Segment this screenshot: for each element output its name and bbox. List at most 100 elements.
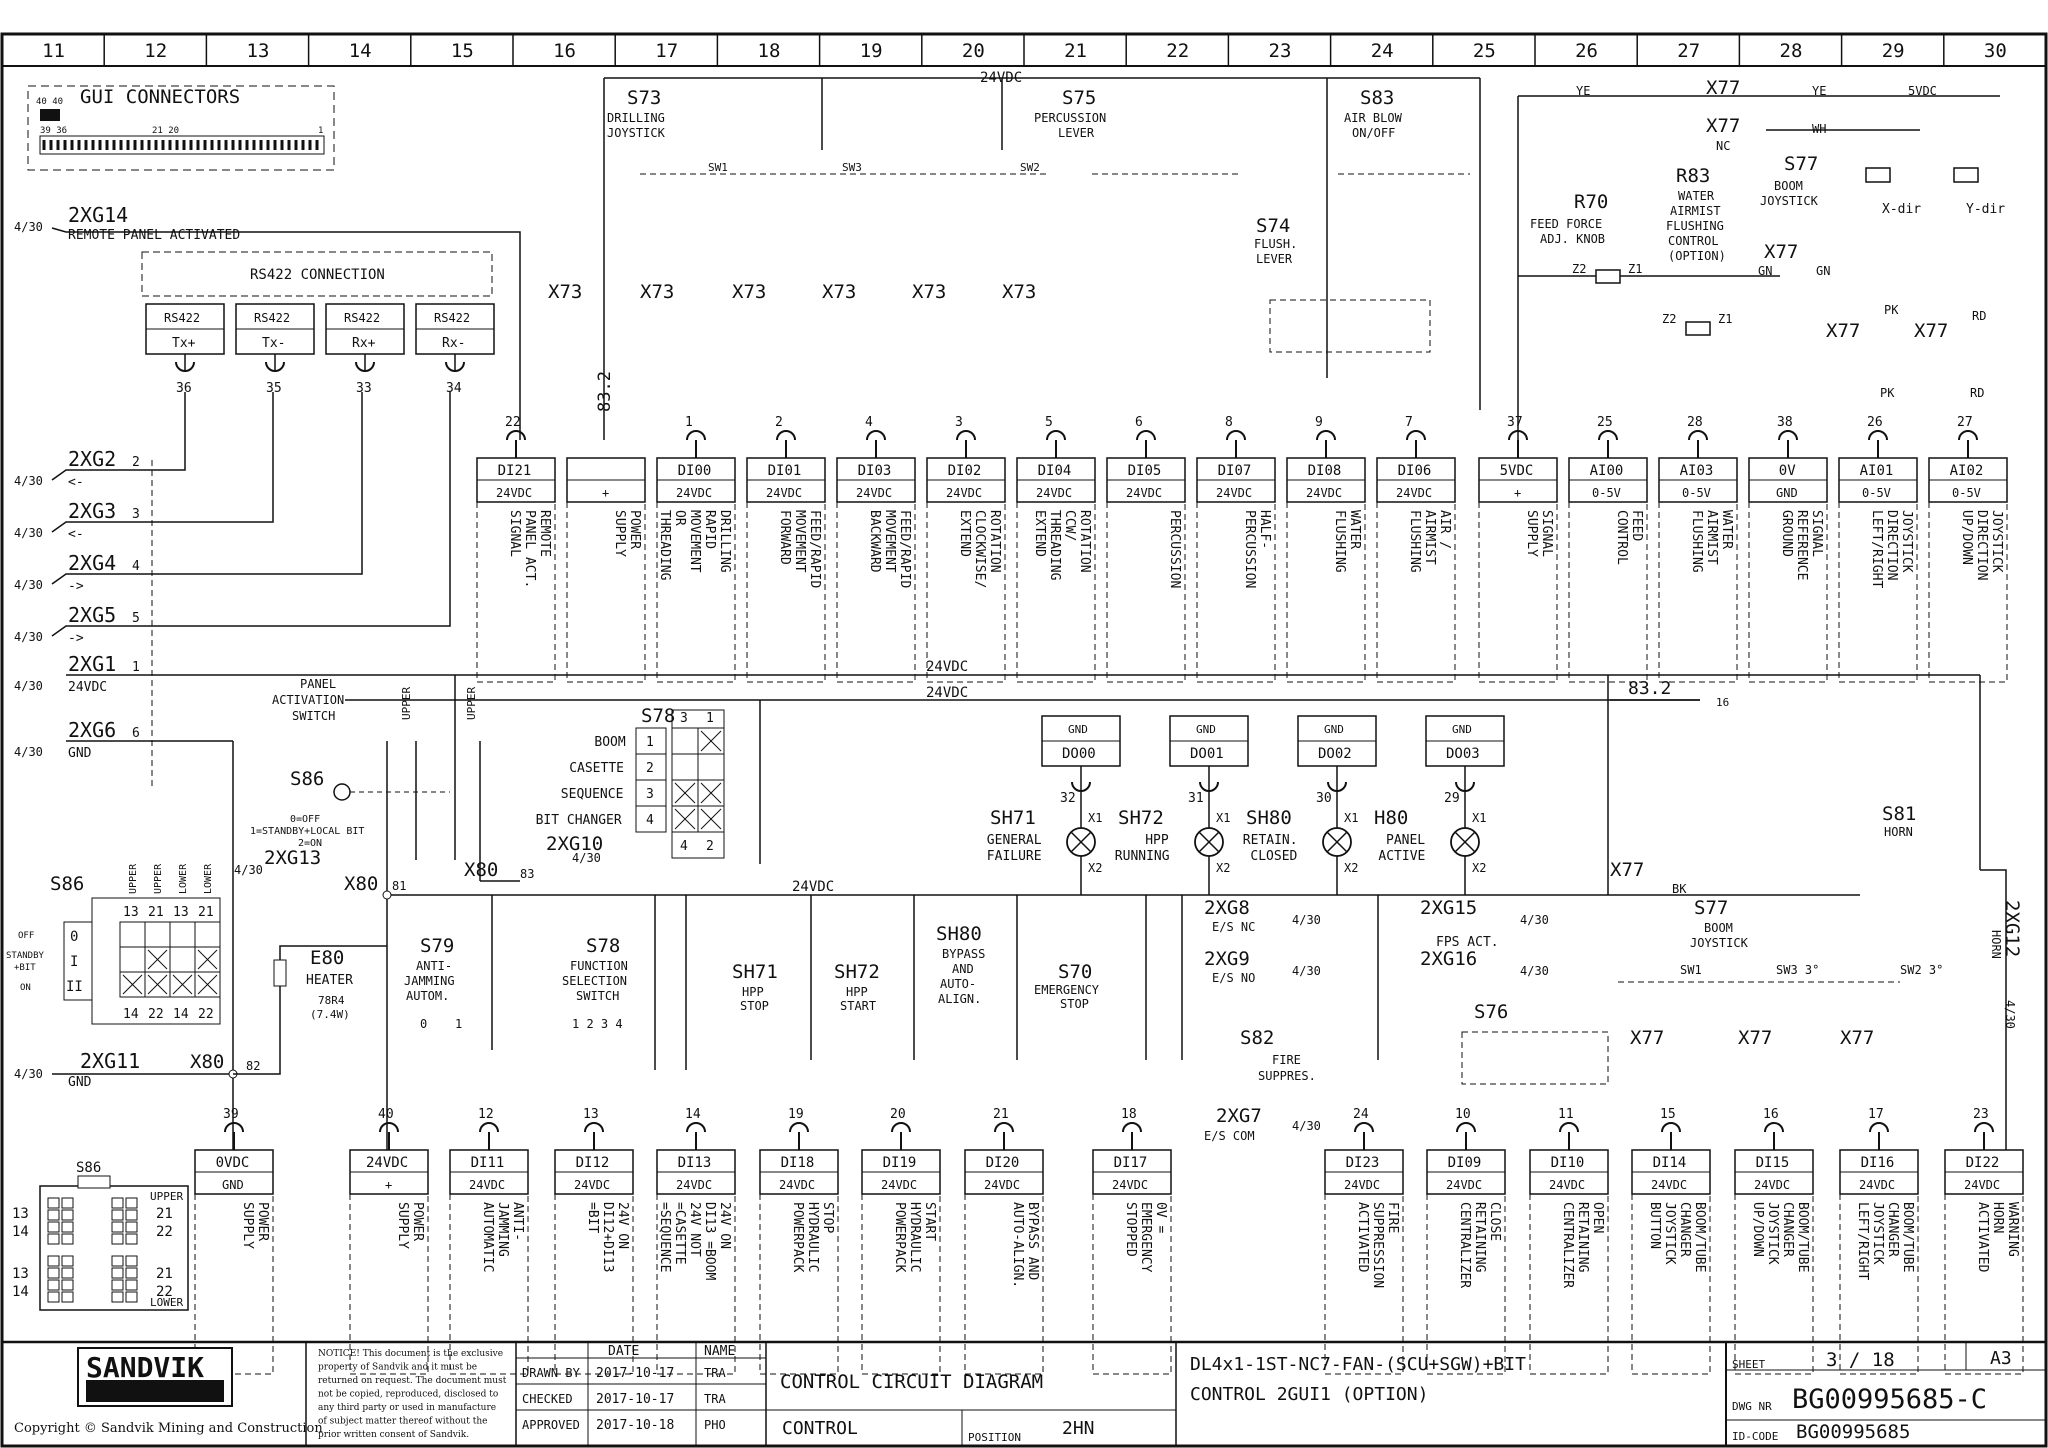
s86-socket (125, 1279, 138, 1291)
module-desc: RAPID (702, 510, 717, 549)
module-desc: EXTEND (1032, 510, 1047, 557)
module-pin: 14 (685, 1107, 701, 1122)
module-code: 0VDC (216, 1155, 250, 1171)
module-pin: 25 (1597, 415, 1613, 430)
svg-text:SW2: SW2 (1020, 161, 1040, 174)
module-desc: DIRECTION (1884, 510, 1899, 580)
module-desc-frame (656, 501, 736, 683)
module-desc: FIRE (1385, 1202, 1400, 1233)
s77-bottom-label: S77 (1694, 897, 1728, 919)
rs422-signal: Tx- (262, 336, 285, 351)
module-desc: CONTROL (1614, 510, 1629, 565)
s70-label: S70 (1058, 961, 1092, 983)
svg-text:0: 0 (420, 1017, 427, 1031)
s86-bot-num: 22 (148, 1007, 164, 1022)
svg-text:4/30: 4/30 (1292, 1119, 1321, 1133)
module-plug (1406, 430, 1426, 441)
lamp-x2: X2 (1216, 861, 1230, 875)
ruler-column-number: 16 (553, 40, 576, 62)
module-desc: FEED/RAPID (897, 510, 912, 588)
module-desc: =CASETTE (672, 1202, 687, 1265)
svg-text:Y-dir: Y-dir (1966, 202, 2005, 217)
svg-text:14: 14 (12, 1224, 29, 1240)
svg-text:1 2 3 4: 1 2 3 4 (572, 1017, 623, 1031)
s86-socket (111, 1233, 124, 1245)
svg-text:0: 0 (70, 929, 78, 945)
svg-text:HEATER: HEATER (306, 973, 353, 988)
module-desc: EXTEND (957, 510, 972, 557)
ruler-column-number: 14 (349, 40, 372, 62)
module-desc: HORN (1990, 1202, 2005, 1233)
output-gnd: GND (1452, 723, 1472, 736)
module-desc-frame (861, 1193, 941, 1375)
svg-text:2XG16: 2XG16 (1420, 948, 1477, 970)
module-desc-frame (1928, 501, 2008, 683)
module-plug (379, 1122, 399, 1133)
svg-text:STOP: STOP (740, 999, 769, 1013)
module-supply: 24VDC (856, 486, 892, 500)
ruler-column-number: 23 (1269, 40, 1292, 62)
module-desc: SIGNAL (1809, 510, 1824, 557)
svg-text:AIRMIST: AIRMIST (1670, 204, 1721, 218)
svg-text:SUPPRES.: SUPPRES. (1258, 1069, 1316, 1083)
module-code: 24VDC (366, 1155, 408, 1171)
module-code: DI12 (576, 1155, 610, 1171)
module-plug (1868, 430, 1888, 441)
svg-text:SW3 3°: SW3 3° (1776, 963, 1819, 977)
module-desc: 0V = (1153, 1202, 1168, 1233)
svg-text:2XG8: 2XG8 (1204, 897, 1250, 919)
module-desc: 24V NOT (687, 1202, 702, 1257)
svg-text:X80: X80 (190, 1051, 224, 1073)
svg-text:ID-CODE: ID-CODE (1732, 1430, 1778, 1443)
s86-col-head: LOWER (203, 863, 214, 894)
svg-text:GND: GND (68, 1075, 92, 1090)
module-code: DI15 (1756, 1155, 1790, 1171)
svg-text:RD: RD (1970, 386, 1984, 400)
lamp-label: ACTIVE (1378, 849, 1425, 864)
approval-date: 2017-10-17 (596, 1366, 674, 1381)
sh72-start-label: SH72 (834, 961, 880, 983)
svg-text:ANTI-: ANTI- (416, 959, 452, 973)
xg11-label: 2XG11 (80, 1049, 140, 1073)
ruler-column-number: 17 (655, 40, 678, 62)
s86-socket (111, 1279, 124, 1291)
notice-line: NOTICE! This document is the exclusive (318, 1349, 503, 1359)
module-desc-frame (449, 1193, 529, 1375)
svg-text:PERCUSSION: PERCUSSION (1034, 111, 1106, 125)
svg-text:DRILLING: DRILLING (607, 111, 665, 125)
svg-text:AND: AND (952, 962, 974, 976)
rs422-tag: RS422 (254, 311, 290, 325)
svg-text:21 20: 21 20 (152, 126, 179, 136)
module-code: 0V (1779, 463, 1796, 479)
module-desc: AIRMIST (1704, 510, 1719, 565)
svg-text:81: 81 (392, 879, 406, 893)
module-desc-frame (566, 501, 646, 683)
s86-socket (125, 1255, 138, 1267)
approval-name: PHO (704, 1418, 726, 1432)
ruler-column-number: 20 (962, 40, 985, 62)
module-code: DI18 (781, 1155, 815, 1171)
module-pin: 38 (1777, 415, 1793, 430)
s78-row-label: BIT CHANGER (536, 813, 622, 828)
rs422-signal: Rx+ (352, 336, 376, 351)
module-plug (584, 1122, 604, 1133)
module-desc: BOOM/TUBE (1900, 1202, 1915, 1272)
s86-socket (61, 1255, 74, 1267)
wire-line (51, 392, 363, 585)
wire-tag: 2XG4 (68, 551, 116, 575)
svg-text:X77: X77 (1764, 241, 1798, 263)
module-supply: 24VDC (1549, 1178, 1585, 1192)
module-desc: POWERPACK (892, 1202, 907, 1273)
module-desc: FEED/RAPID (807, 510, 822, 588)
module-desc-frame (1426, 1193, 1506, 1375)
svg-text:16: 16 (1716, 696, 1729, 709)
lamp-x2: X2 (1344, 861, 1358, 875)
module-supply: 24VDC (1754, 1178, 1790, 1192)
svg-text:NC: NC (1716, 139, 1730, 153)
s86-socket (61, 1209, 74, 1221)
rs422-pin: 34 (446, 381, 462, 396)
svg-text:LOWER: LOWER (150, 1296, 183, 1309)
svg-text:4/30: 4/30 (1292, 913, 1321, 927)
